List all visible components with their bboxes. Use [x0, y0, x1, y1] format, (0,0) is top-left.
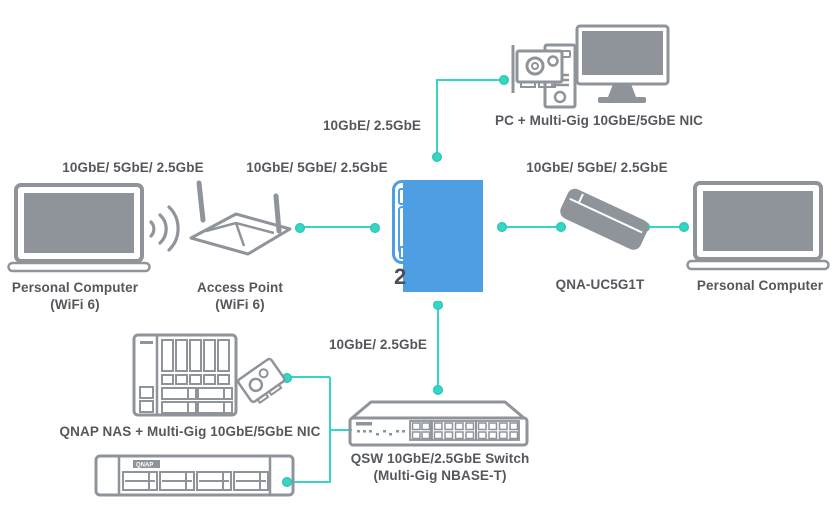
connection-dot	[499, 75, 509, 85]
link-line-switch-adapter	[502, 226, 561, 228]
label-line: QSW 10GbE/2.5GbE Switch	[350, 451, 530, 466]
link-label-ap-switch: 10GbE/ 5GbE/ 2.5GbE	[246, 160, 388, 175]
label-qsw-switch: QSW 10GbE/2.5GbE Switch (Multi-Gig NBASE…	[351, 450, 530, 484]
wifi-waves-icon	[149, 205, 180, 252]
link-line-qsw-branch	[329, 429, 352, 431]
link-line-switch-pc-horizontal	[436, 79, 504, 81]
link-line-switch-qsw	[437, 305, 439, 390]
link-label-switch-pc: 10GbE/ 2.5GbE	[322, 118, 422, 133]
connection-dot	[282, 373, 292, 383]
label-line: (Multi-Gig NBASE-T)	[373, 468, 507, 483]
laptop-icon	[7, 183, 151, 273]
connection-dot	[295, 223, 305, 233]
link-line-switch-pc-vertical	[436, 80, 438, 157]
link-line-rackmount-branch	[287, 481, 330, 483]
label-adapter: QNA-UC5G1T	[555, 277, 645, 292]
link-line-ap-switch	[300, 226, 375, 228]
connection-dot	[432, 152, 442, 162]
label-nas: QNAP NAS + Multi-Gig 10GbE/5GbE NIC	[59, 424, 321, 439]
switch-icon	[348, 400, 529, 447]
monitor-icon	[575, 24, 670, 103]
connection-dot	[497, 222, 507, 232]
connection-dot	[370, 223, 380, 233]
central-switch-partial-text: 2	[394, 264, 407, 289]
link-label-left-wifi: 10GbE/ 5GbE/ 2.5GbE	[62, 160, 204, 175]
link-label-switch-qsw: 10GbE/ 2.5GbE	[328, 337, 428, 352]
rackmount-nas-icon: QNAP	[94, 454, 295, 497]
nas-tower-icon	[132, 333, 286, 417]
connection-dot	[556, 222, 566, 232]
label-line: (WiFi 6)	[50, 297, 100, 312]
label-line: Access Point	[197, 280, 283, 295]
link-line-nas-branch	[287, 376, 330, 378]
nic-card-icon	[237, 357, 286, 405]
desktop-pc-icon	[511, 24, 670, 109]
link-line-adapter-laptop	[645, 226, 684, 228]
label-line: (WiFi 6)	[215, 297, 265, 312]
connection-dot	[433, 300, 443, 310]
blue-overlay	[403, 180, 483, 292]
connection-dot	[282, 477, 292, 487]
label-line: Personal Computer	[11, 280, 139, 295]
link-label-switch-adapter: 10GbE/ 5GbE/ 2.5GbE	[526, 160, 668, 175]
label-left-laptop: Personal Computer (WiFi 6)	[12, 279, 138, 313]
qnap-logo: QNAP	[136, 463, 153, 469]
label-right-laptop: Personal Computer	[696, 278, 824, 293]
nic-card-icon	[511, 45, 564, 93]
connection-dot	[679, 222, 689, 232]
label-top-pc: PC + Multi-Gig 10GbE/5GbE NIC	[494, 113, 704, 128]
access-point-icon	[189, 180, 292, 256]
laptop-icon	[686, 181, 830, 271]
adapter-icon	[560, 188, 649, 250]
connection-dot	[433, 385, 443, 395]
label-access-point: Access Point (WiFi 6)	[197, 279, 283, 313]
